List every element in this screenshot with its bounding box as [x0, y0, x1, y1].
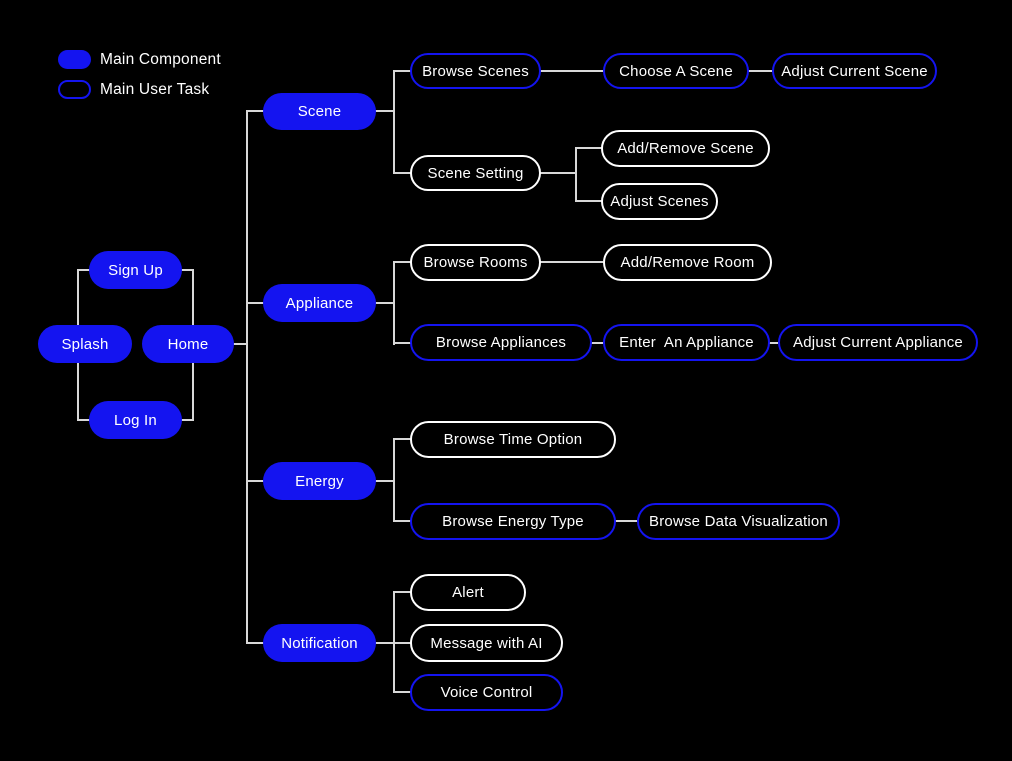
legend: Main Component Main User Task: [58, 50, 221, 99]
node-energy[interactable]: Energy: [263, 462, 376, 500]
connector-line: [246, 302, 264, 304]
connector-line: [375, 480, 394, 482]
node-notification[interactable]: Notification: [263, 624, 376, 662]
connector-line: [246, 480, 264, 482]
connector-line: [591, 342, 603, 344]
legend-item-main-component: Main Component: [58, 50, 221, 69]
node-add-remove-scene[interactable]: Add/Remove Scene: [601, 130, 770, 167]
connector-line: [393, 438, 395, 522]
connector-line: [246, 642, 264, 644]
connector-line: [769, 342, 778, 344]
connector-line: [393, 520, 411, 522]
connector-line: [393, 642, 411, 644]
node-add-remove-room[interactable]: Add/Remove Room: [603, 244, 772, 281]
connector-line: [575, 147, 577, 202]
connector-line: [540, 70, 603, 72]
connector-line: [246, 110, 248, 644]
connector-line: [540, 172, 576, 174]
node-browse-scenes[interactable]: Browse Scenes: [410, 53, 541, 89]
legend-item-main-user-task: Main User Task: [58, 80, 221, 99]
connector-line: [540, 261, 603, 263]
node-voice-control[interactable]: Voice Control: [410, 674, 563, 711]
connector-line: [393, 261, 395, 345]
connector-line: [77, 269, 90, 271]
node-adjust-current-scene[interactable]: Adjust Current Scene: [772, 53, 937, 89]
node-log-in[interactable]: Log In: [89, 401, 182, 439]
node-sign-up[interactable]: Sign Up: [89, 251, 182, 289]
connector-line: [575, 147, 602, 149]
node-scene[interactable]: Scene: [263, 93, 376, 130]
connector-line: [748, 70, 772, 72]
connector-line: [393, 172, 411, 174]
connector-line: [246, 110, 264, 112]
legend-label-main-component: Main Component: [100, 50, 221, 68]
node-alert[interactable]: Alert: [410, 574, 526, 611]
connector-line: [77, 419, 90, 421]
connector-line: [181, 419, 193, 421]
node-message-with-ai[interactable]: Message with AI: [410, 624, 563, 662]
node-browse-energy-type[interactable]: Browse Energy Type: [410, 503, 616, 540]
main-user-task-swatch-icon: [58, 80, 91, 99]
connector-line: [181, 269, 193, 271]
connector-line: [375, 110, 394, 112]
connector-line: [393, 70, 411, 72]
connector-line: [233, 343, 248, 345]
connector-line: [615, 520, 637, 522]
connector-line: [393, 438, 411, 440]
node-home[interactable]: Home: [142, 325, 234, 363]
node-browse-rooms[interactable]: Browse Rooms: [410, 244, 541, 281]
node-browse-time-option[interactable]: Browse Time Option: [410, 421, 616, 458]
connector-line: [375, 302, 394, 304]
node-splash[interactable]: Splash: [38, 325, 132, 363]
node-adjust-scenes[interactable]: Adjust Scenes: [601, 183, 718, 220]
connector-line: [393, 342, 411, 344]
connector-line: [393, 691, 411, 693]
connector-line: [393, 261, 411, 263]
main-component-swatch-icon: [58, 50, 91, 69]
legend-label-main-user-task: Main User Task: [100, 80, 210, 98]
node-enter-an-appliance[interactable]: Enter An Appliance: [603, 324, 770, 361]
node-appliance[interactable]: Appliance: [263, 284, 376, 322]
node-choose-a-scene[interactable]: Choose A Scene: [603, 53, 749, 89]
connector-line: [375, 642, 394, 644]
connector-line: [393, 591, 411, 593]
node-browse-data-visualization[interactable]: Browse Data Visualization: [637, 503, 840, 540]
node-adjust-current-appliance[interactable]: Adjust Current Appliance: [778, 324, 978, 361]
node-browse-appliances[interactable]: Browse Appliances: [410, 324, 592, 361]
connector-line: [575, 200, 602, 202]
connector-line: [393, 70, 395, 174]
node-scene-setting[interactable]: Scene Setting: [410, 155, 541, 191]
